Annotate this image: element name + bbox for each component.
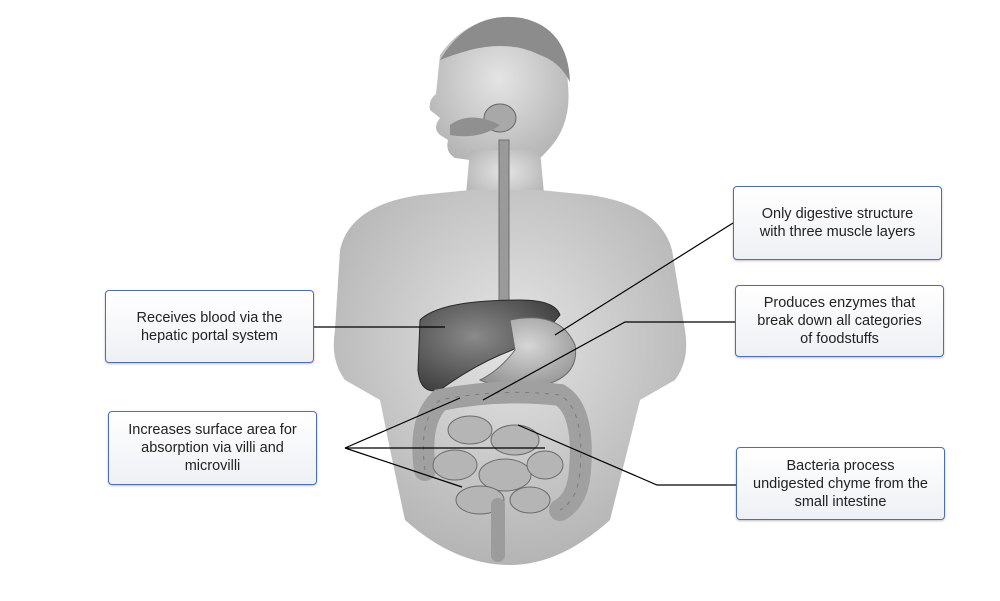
label-pancreas[interactable]: Produces enzymes that break down all cat… bbox=[735, 285, 944, 357]
label-liver[interactable]: Receives blood via the hepatic portal sy… bbox=[105, 290, 314, 363]
leader-line-large-intestine bbox=[517, 424, 736, 486]
hair-shape bbox=[440, 16, 570, 82]
large-intestine-shape bbox=[412, 381, 592, 521]
leader-line-small-intestine-3 bbox=[344, 447, 463, 488]
label-large-intestine[interactable]: Bacteria process undigested chyme from t… bbox=[736, 447, 945, 520]
leader-lines bbox=[314, 222, 736, 488]
leader-line-stomach bbox=[554, 222, 734, 336]
label-stomach[interactable]: Only digestive structure with three musc… bbox=[733, 186, 942, 260]
label-small-intestine[interactable]: Increases surface area for absorption vi… bbox=[108, 411, 317, 485]
tongue-shape bbox=[450, 117, 500, 137]
leader-line-pancreas bbox=[482, 321, 735, 401]
leader-line-small-intestine-1 bbox=[344, 397, 461, 449]
